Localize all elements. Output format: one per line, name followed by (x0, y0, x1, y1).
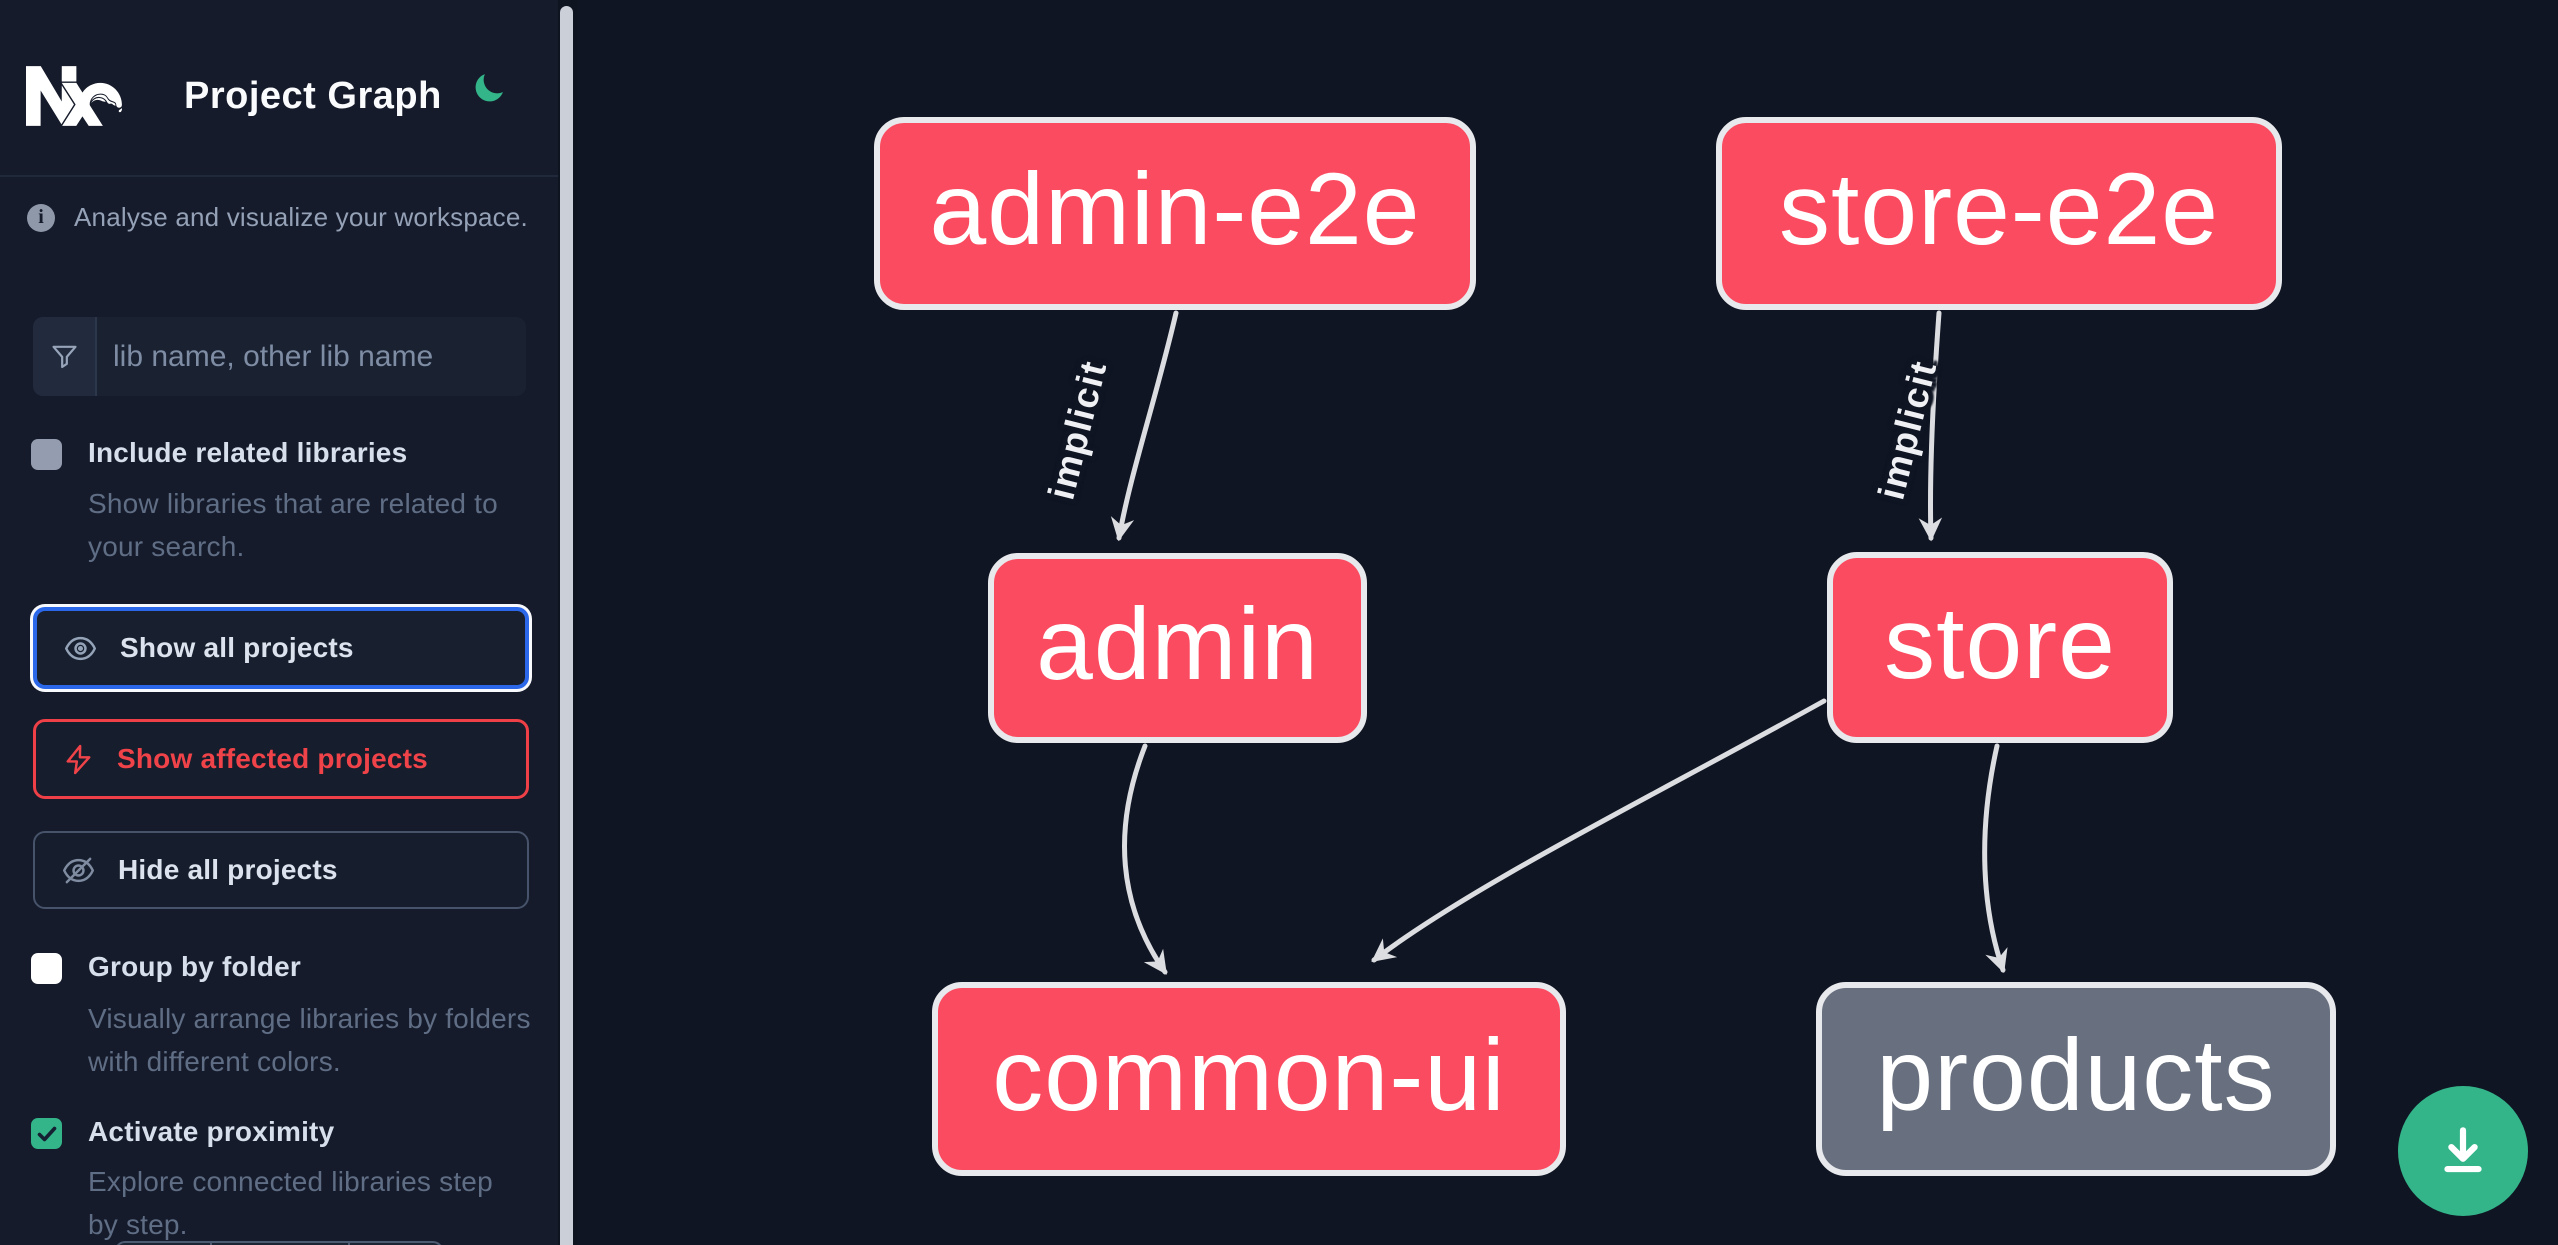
tagline-text: Analyse and visualize your workspace. (74, 202, 528, 232)
lightning-bolt-icon (66, 744, 91, 774)
nx-logo (26, 66, 122, 126)
proximity-stepper[interactable] (115, 1241, 443, 1245)
group-by-folder-label: Group by folder (88, 951, 301, 982)
eye-off-icon (62, 857, 95, 883)
page-title: Project Graph (184, 75, 442, 117)
activate-proximity-description: Explore connected libraries step by step… (88, 1166, 493, 1240)
hide-all-projects-label: Hide all projects (118, 854, 338, 885)
tagline-row: i Analyse and visualize your workspace. (27, 202, 528, 233)
stepper-divider (348, 1243, 350, 1245)
search-input[interactable] (97, 317, 526, 396)
graph-node-common-ui[interactable]: common-ui (932, 982, 1566, 1176)
download-image-button[interactable] (2398, 1086, 2528, 1216)
moon-icon (475, 73, 503, 101)
show-affected-projects-label: Show affected projects (117, 743, 428, 774)
filter-funnel-icon (51, 345, 77, 369)
hide-all-projects-button[interactable]: Hide all projects (33, 831, 529, 909)
show-all-projects-label: Show all projects (120, 632, 354, 663)
group-by-folder-description: Visually arrange libraries by folders wi… (88, 1003, 531, 1077)
group-by-folder-checkbox[interactable] (31, 953, 62, 984)
sidebar: Project Graph i Analyse and visualize yo… (0, 0, 558, 1245)
include-related-description: Show libraries that are related to your … (88, 488, 498, 562)
stepper-divider (210, 1243, 212, 1245)
graph-node-products[interactable]: products (1816, 982, 2336, 1176)
graph-node-store[interactable]: store (1827, 552, 2173, 743)
show-all-projects-button[interactable]: Show all projects (33, 607, 529, 689)
graph-node-admin[interactable]: admin (988, 553, 1367, 743)
activate-proximity-label: Activate proximity (88, 1116, 335, 1147)
header-divider (0, 175, 558, 177)
include-related-checkbox[interactable] (31, 439, 62, 470)
activate-proximity-checkbox[interactable] (31, 1118, 62, 1149)
search-box (33, 317, 526, 396)
include-related-label: Include related libraries (88, 437, 408, 468)
download-icon (2444, 1127, 2482, 1173)
graph-node-store-e2e[interactable]: store-e2e (1716, 117, 2282, 310)
eye-icon (64, 636, 97, 660)
info-icon: i (27, 203, 55, 232)
show-affected-projects-button[interactable]: Show affected projects (33, 719, 529, 799)
sidebar-scrollbar-thumb[interactable] (560, 6, 573, 1245)
filter-funnel-cell (33, 317, 97, 396)
graph-node-admin-e2e[interactable]: admin-e2e (874, 117, 1476, 310)
dark-mode-toggle[interactable] (468, 68, 510, 110)
checkmark-icon (37, 1126, 56, 1141)
